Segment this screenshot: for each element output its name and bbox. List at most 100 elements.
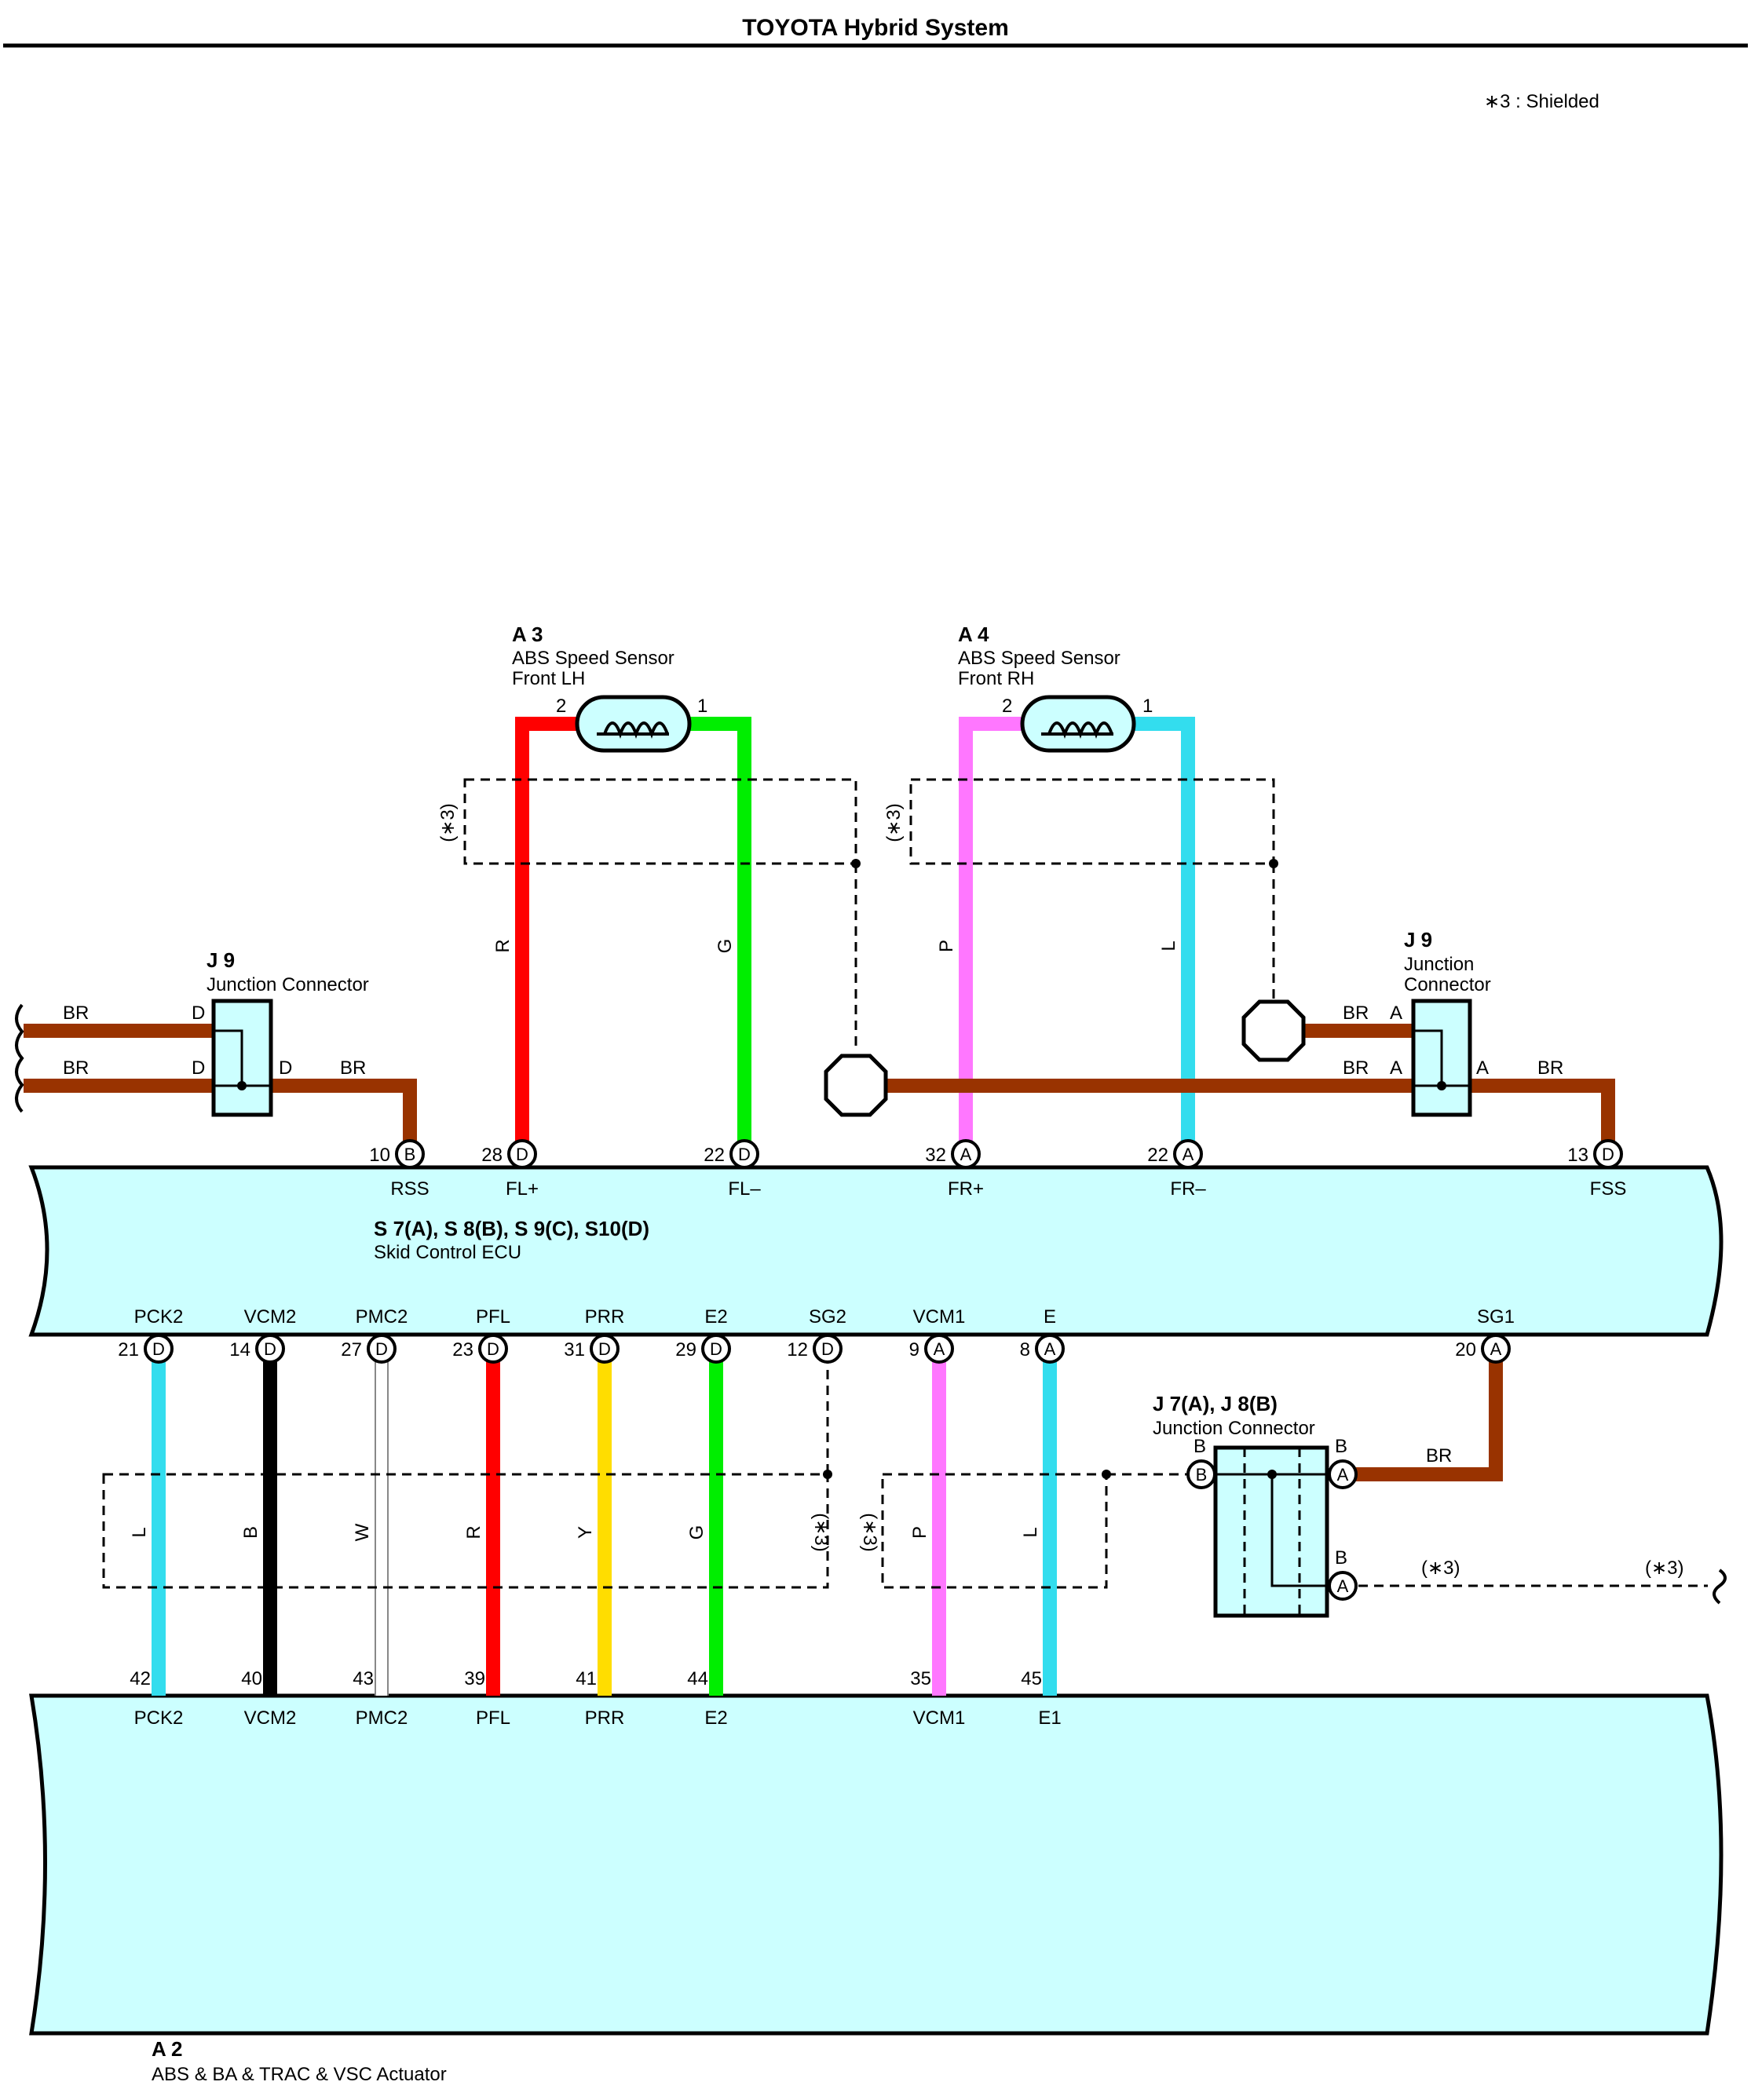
sensor-rh-pin-1: 1: [1142, 696, 1153, 717]
sensor-lh-name1: ABS Speed Sensor: [512, 648, 674, 669]
shield-bottom-left: [102, 1473, 829, 1589]
ecu-bottom-pin-conn: D: [152, 1339, 165, 1359]
wire-color-br: BR: [340, 1057, 366, 1079]
ecu-bottom-pin-num: 20: [1455, 1339, 1476, 1360]
actuator-name: ABS & BA & TRAC & VSC Actuator: [152, 2064, 447, 2085]
ecu-bottom-pin-num: 21: [118, 1339, 139, 1360]
ecu-bottom-pin-conn: A: [1044, 1339, 1056, 1359]
shield-lh: [463, 778, 857, 865]
j7-j8-node: [1267, 1470, 1277, 1479]
ecu-bottom-pin-num: 31: [564, 1339, 585, 1360]
ecu-top-pin-signal: FSS: [1590, 1178, 1627, 1200]
j9-left-pin-d2: D: [192, 1057, 205, 1079]
shield-br-node: [1102, 1470, 1111, 1479]
ecu-bottom-pin-conn: D: [710, 1339, 722, 1359]
ecu-bottom-pin-signal: PCK2: [134, 1306, 184, 1328]
wire-color-r: R: [492, 939, 514, 952]
ecu-bottom-pin-num: 12: [787, 1339, 808, 1360]
wire-color-label: Y: [575, 1526, 596, 1539]
ecu-top-pin-num: 13: [1567, 1145, 1588, 1166]
sensor-rh-id: A 4: [958, 623, 989, 646]
wire-color-g: G: [715, 939, 736, 954]
page-title: TOYOTA Hybrid System: [742, 15, 1009, 41]
j9-right-id: J 9: [1404, 928, 1432, 951]
ecu-top-pin-num: 32: [925, 1145, 946, 1166]
wire-color-label: B: [240, 1526, 261, 1539]
ecu-top-pin-conn: A: [1183, 1145, 1194, 1164]
j7-j8-name: Junction Connector: [1153, 1418, 1315, 1439]
ecu-top-pin-signal: FR+: [948, 1178, 984, 1200]
ecu-id: S 7(A), S 8(B), S 9(C), S10(D): [374, 1217, 649, 1240]
shield-rh-node: [1269, 859, 1278, 868]
ecu-top-pin-signal: FL–: [728, 1178, 761, 1200]
ground-point-icon: [1241, 999, 1306, 1062]
wire-color-label: R: [463, 1525, 484, 1539]
ecu-bottom-pin-conn: A: [1490, 1339, 1502, 1359]
actuator-pin-num: 39: [464, 1668, 485, 1689]
wire-color-label: G: [686, 1525, 707, 1540]
ecu-top-pin-num: 10: [369, 1145, 390, 1166]
wire-fr-plus: [959, 717, 1022, 1154]
actuator-id: A 2: [152, 2037, 183, 2061]
j7-j8-id: J 7(A), J 8(B): [1153, 1392, 1278, 1415]
wire-color-label: W: [352, 1523, 373, 1541]
ecu-bottom-pin-signal: SG2: [809, 1306, 846, 1328]
svg-text:A: A: [1337, 1576, 1349, 1596]
ecu-bottom-pin-num: 27: [341, 1339, 362, 1360]
j7-j8-divider: [1243, 1448, 1301, 1616]
svg-text:A: A: [1337, 1465, 1349, 1485]
ecu-top-pin-conn: D: [738, 1145, 751, 1164]
ecu-top-pin-conn: D: [516, 1145, 528, 1164]
j9-right-pin-a1: A: [1390, 1003, 1402, 1024]
j9-right-name2: Connector: [1404, 974, 1491, 995]
sensor-rh-name2: Front RH: [958, 668, 1034, 689]
wire-color-br: BR: [1343, 1003, 1369, 1024]
ecu-bottom-pin-signal: PFL: [476, 1306, 510, 1328]
j9-right-node: [1437, 1081, 1446, 1090]
svg-text:B: B: [1196, 1465, 1208, 1485]
ecu-bottom-pin-signal: VCM2: [244, 1306, 297, 1328]
j9-left-name: Junction Connector: [207, 974, 369, 995]
wire-fl-minus: [689, 717, 751, 1154]
j7-j8-pin-b-label: B: [1194, 1436, 1206, 1457]
sensor-lh-pin-1: 1: [697, 696, 707, 717]
ecu-bottom-pin-signal: E: [1044, 1306, 1056, 1328]
ecu-top-pin-conn: A: [960, 1145, 972, 1164]
ecu-top-pin-num: 22: [1147, 1145, 1168, 1166]
wire-color-p: P: [936, 940, 957, 952]
actuator-body: [29, 1693, 1724, 2036]
wire-color-br: BR: [63, 1057, 89, 1079]
ecu-bottom-pin-num: 9: [909, 1339, 919, 1360]
ecu-top-pin-num: 28: [481, 1145, 503, 1166]
shield-label-out2: (∗3): [1645, 1558, 1683, 1579]
wire-color-label: L: [1020, 1527, 1041, 1537]
ecu-bottom-pin-signal: SG1: [1477, 1306, 1515, 1328]
actuator-pin-signal: VCM1: [913, 1707, 966, 1729]
j9-left-node: [237, 1081, 247, 1090]
wire-color-br: BR: [1343, 1057, 1369, 1079]
wire-color-l: L: [1158, 940, 1179, 951]
ecu-bottom-pin: A8E: [1020, 1306, 1065, 1364]
shield-rh: [909, 778, 1275, 865]
actuator-pin-num: 41: [576, 1668, 597, 1689]
ecu-top-pin-conn: D: [1602, 1145, 1614, 1164]
ecu-top-pin-conn: B: [404, 1145, 416, 1164]
wire-fr-minus: [1134, 717, 1195, 1154]
wire-color-br: BR: [63, 1003, 89, 1024]
actuator-pin-num: 44: [687, 1668, 708, 1689]
j7-j8-pin-a2-label: B: [1335, 1547, 1347, 1569]
wire-break-icon: [1713, 1569, 1727, 1605]
actuator-pin-num: 42: [130, 1668, 151, 1689]
ecu-top-pin-signal: RSS: [390, 1178, 429, 1200]
